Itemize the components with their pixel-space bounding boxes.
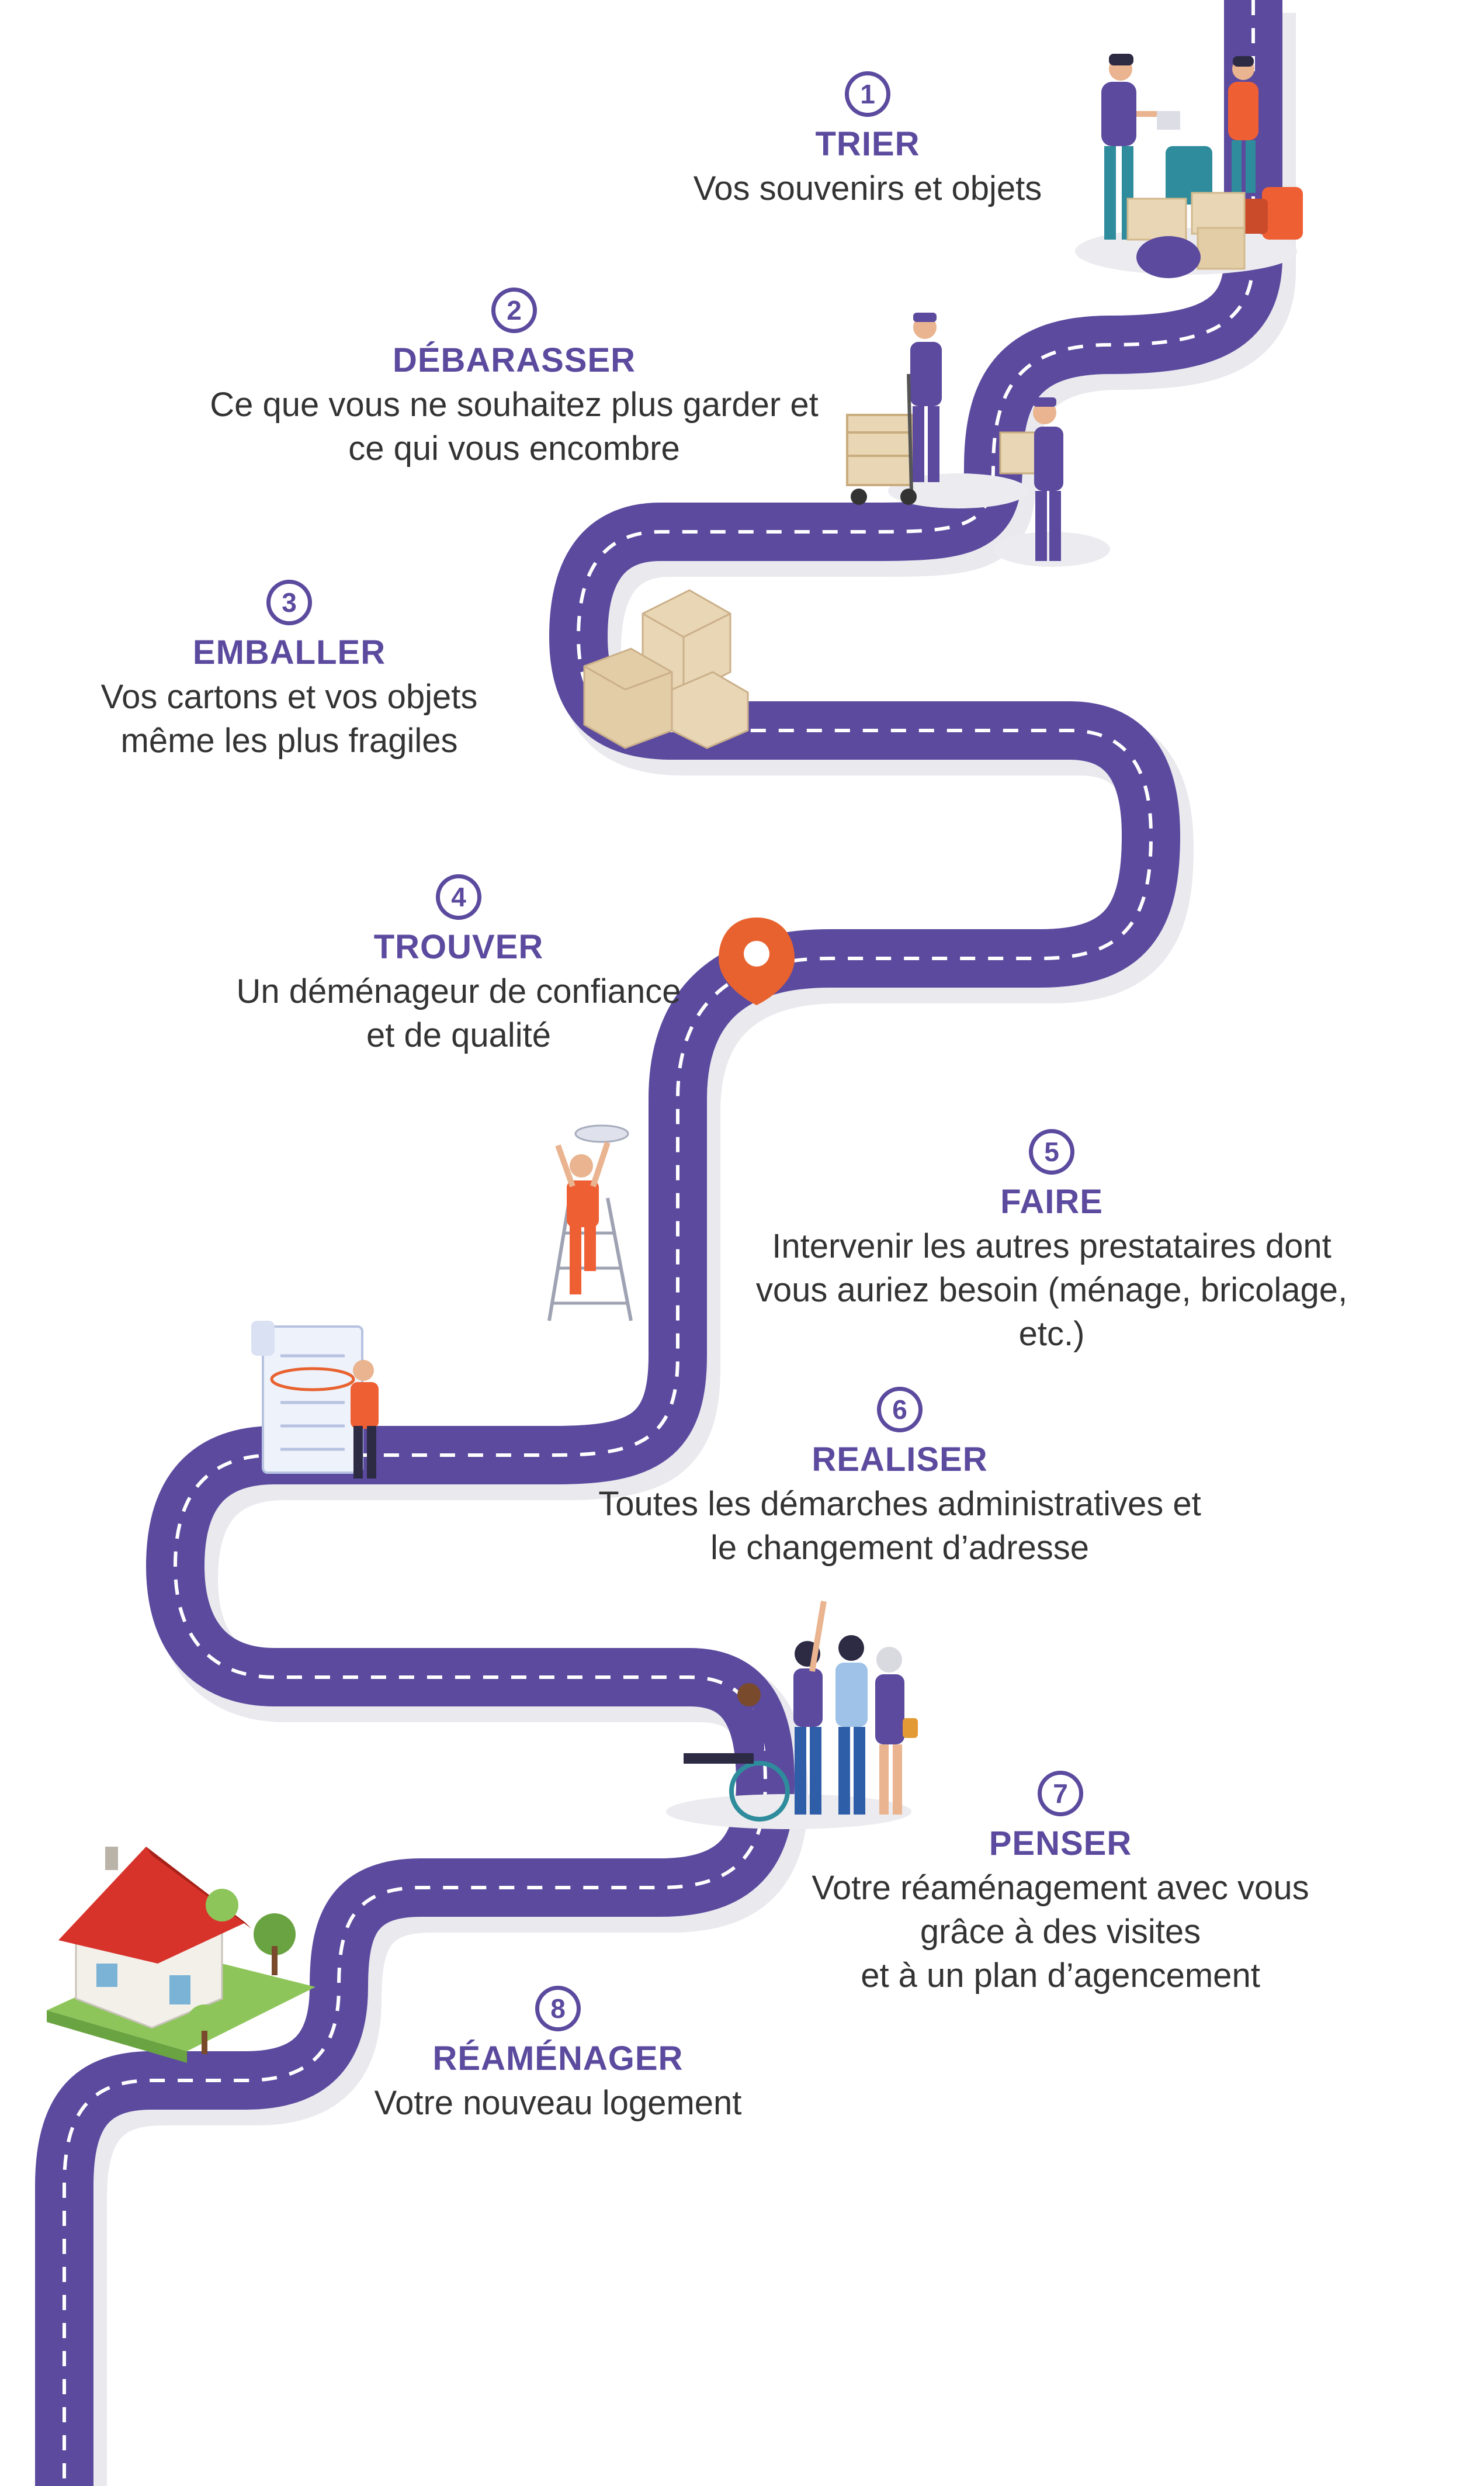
- step-1: 1 TRIER Vos souvenirs et objets: [619, 71, 1116, 210]
- step-number: 5: [1029, 1129, 1074, 1175]
- step-description: Un déménageur de confiance et de qualité: [236, 972, 681, 1055]
- step-3: 3 EMBALLER Vos cartons et vos objets mêm…: [29, 580, 549, 763]
- step-5: 5 FAIRE Intervenir les autres prestatair…: [689, 1129, 1414, 1356]
- step-number: 6: [877, 1387, 923, 1432]
- step-2: 2 DÉBARASSER Ce que vous ne souhaitez pl…: [146, 288, 882, 470]
- step-number: 1: [845, 71, 890, 117]
- location-pin-icon: [719, 917, 795, 1005]
- step-number: 2: [491, 288, 537, 333]
- step-title: TROUVER: [373, 928, 544, 966]
- step-description: Ce que vous ne souhaitez plus garder et …: [210, 385, 819, 468]
- step-7: 7 PENSER Votre réaménagement avec vous g…: [748, 1771, 1373, 1998]
- step-title: EMBALLER: [192, 633, 386, 671]
- step-description: Vos cartons et vos objets même les plus …: [100, 677, 478, 760]
- happy-family-icon: [666, 1601, 918, 1829]
- step-title: DÉBARASSER: [392, 341, 636, 379]
- paperwork-checklist-icon: [251, 1321, 379, 1479]
- step-description: Votre réaménagement avec vous grâce à de…: [812, 1868, 1309, 1995]
- movers-sorting-icon: [1075, 54, 1303, 278]
- step-title: REALISER: [812, 1441, 988, 1479]
- step-8: 8 RÉAMÉNAGER Votre nouveau logement: [310, 1986, 806, 2125]
- step-number: 4: [436, 874, 481, 920]
- step-number: 8: [535, 1986, 581, 2031]
- hand-truck-mover-icon: [846, 313, 1110, 567]
- step-number: 3: [266, 580, 312, 625]
- step-title: TRIER: [815, 125, 920, 163]
- step-title: RÉAMÉNAGER: [432, 2040, 684, 2078]
- step-description: Votre nouveau logement: [374, 2083, 742, 2122]
- road: [35, 0, 1282, 2486]
- step-4: 4 TROUVER Un déménageur de confiance et …: [193, 874, 724, 1057]
- step-number: 7: [1038, 1771, 1083, 1816]
- cardboard-boxes-icon: [583, 589, 749, 749]
- step-description: Vos souvenirs et objets: [693, 169, 1042, 207]
- step-6: 6 REALISER Toutes les démarches administ…: [526, 1387, 1274, 1570]
- step-title: FAIRE: [1000, 1183, 1103, 1221]
- new-house-icon: [47, 1847, 315, 2063]
- step-description: Toutes les démarches administratives et …: [598, 1484, 1201, 1567]
- step-title: PENSER: [989, 1824, 1132, 1862]
- handyman-ladder-icon: [547, 1124, 633, 1321]
- step-description: Intervenir les autres prestataires dont …: [755, 1227, 1348, 1353]
